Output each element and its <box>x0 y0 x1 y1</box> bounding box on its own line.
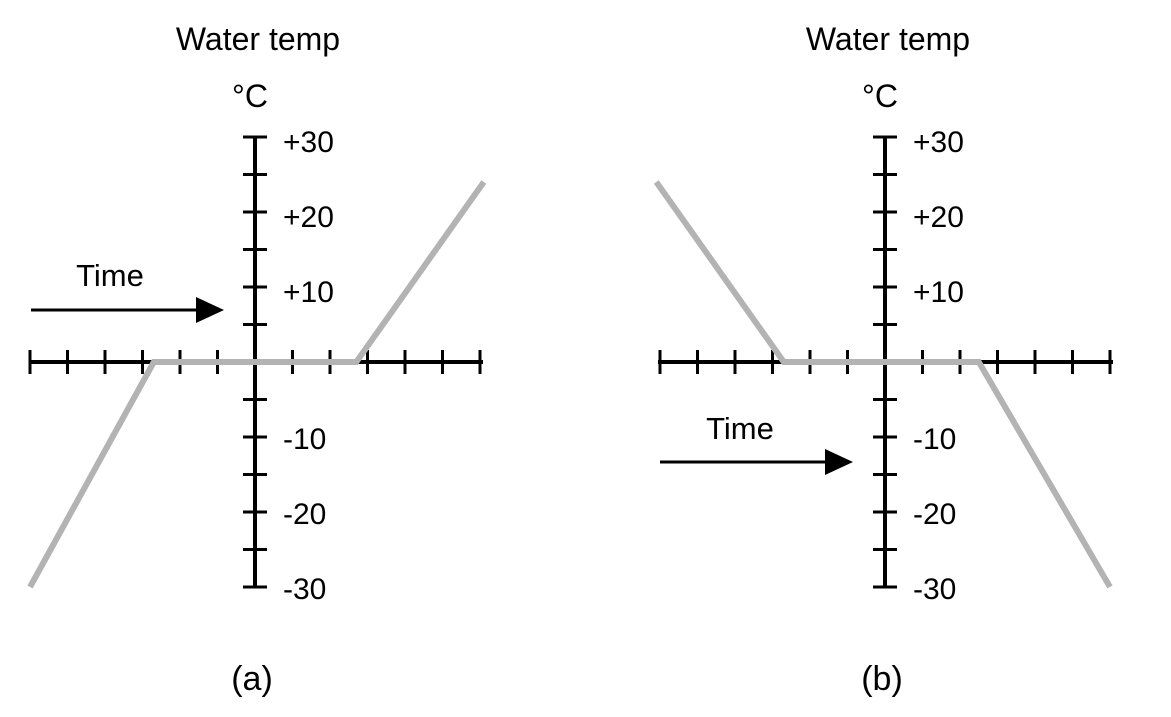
panel-b-unit-label: °C <box>862 78 898 114</box>
panel-a-ytick-label-m10: -10 <box>283 423 326 456</box>
panel-b-y-ticks <box>873 135 897 589</box>
panel-a-ytick-label-m30: -30 <box>283 573 326 606</box>
panel-b-ytick-label-p30: +30 <box>913 126 964 159</box>
panel-a-time-arrowhead <box>196 297 224 323</box>
panel-b-temperature-curve <box>653 180 1113 589</box>
panel-b-time-arrowhead <box>825 449 853 475</box>
panel-b-ytick-label-p10: +10 <box>913 276 964 309</box>
panel-b-ytick-label-p20: +20 <box>913 201 964 234</box>
panel-a-y-ticks <box>243 135 267 589</box>
panel-a-ytick-label-p10: +10 <box>283 276 334 309</box>
panel-a-ytick-label-m20: -20 <box>283 498 326 531</box>
panel-b-title: Water temp <box>806 21 970 57</box>
panel-a-label: (a) <box>231 660 273 698</box>
panel-b-ytick-label-m20: -20 <box>913 498 956 531</box>
panel-b-ytick-label-m10: -10 <box>913 423 956 456</box>
panel-a-unit-label: °C <box>232 78 268 114</box>
panel-b-time-label: Time <box>706 411 774 446</box>
panel-b-label: (b) <box>861 660 903 698</box>
panel-b-ytick-label-m30: -30 <box>913 573 956 606</box>
panel-a-ytick-label-p20: +20 <box>283 201 334 234</box>
panel-a-ytick-label-p30: +30 <box>283 126 334 159</box>
panel-a-title: Water temp <box>176 21 340 57</box>
panel-b: Water temp °C +30 +20 +10 -10 -20 -30 Ti… <box>653 21 1113 698</box>
panel-a-time-label: Time <box>76 258 144 293</box>
panel-a: Water temp °C +30 +20 +10 -10 -20 -30 Ti… <box>27 21 487 698</box>
panel-a-temperature-curve <box>27 180 487 589</box>
panel-a-x-ticks <box>28 350 482 374</box>
